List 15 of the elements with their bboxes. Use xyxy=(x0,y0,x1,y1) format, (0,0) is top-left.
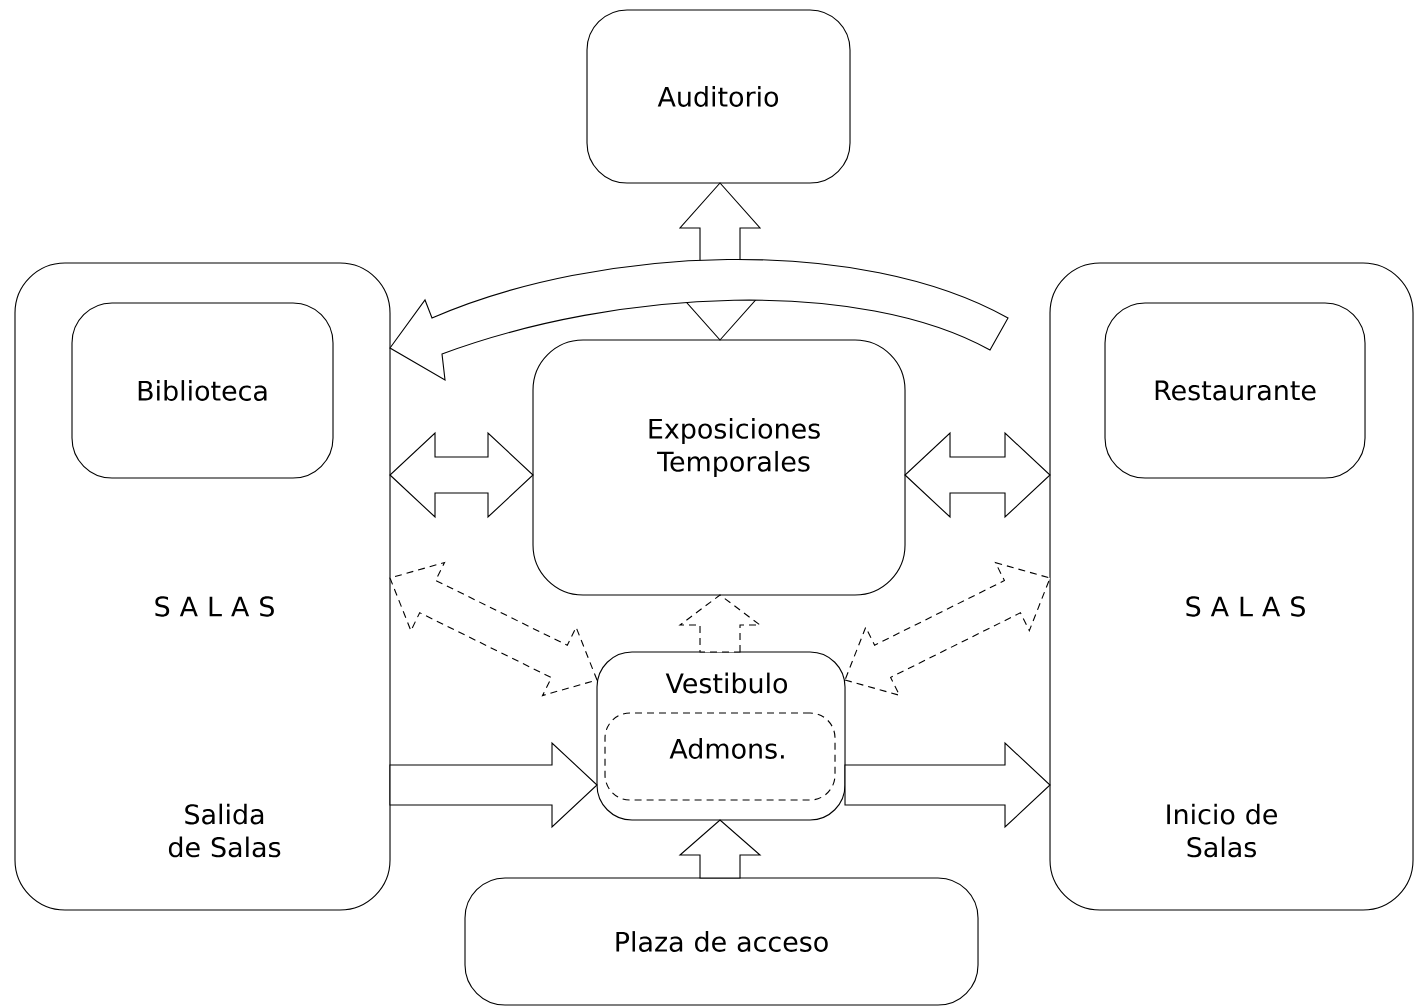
area-box: Admons. xyxy=(604,712,836,801)
double-arrow xyxy=(389,431,534,519)
room-box: Exposiciones Temporales xyxy=(532,339,906,596)
arrow xyxy=(844,741,1051,829)
double-arrow xyxy=(904,431,1051,519)
arrow xyxy=(678,819,762,879)
room-box: Restaurante xyxy=(1104,302,1366,479)
room-box: Auditorio xyxy=(586,9,851,184)
double-arrow xyxy=(844,561,1051,697)
curved-arrow xyxy=(389,258,1009,381)
room-box: Plaza de acceso xyxy=(464,877,979,1006)
double-arrow xyxy=(389,561,598,697)
arrow xyxy=(678,594,762,653)
room-box: Biblioteca xyxy=(71,302,334,479)
arrow xyxy=(389,741,598,829)
